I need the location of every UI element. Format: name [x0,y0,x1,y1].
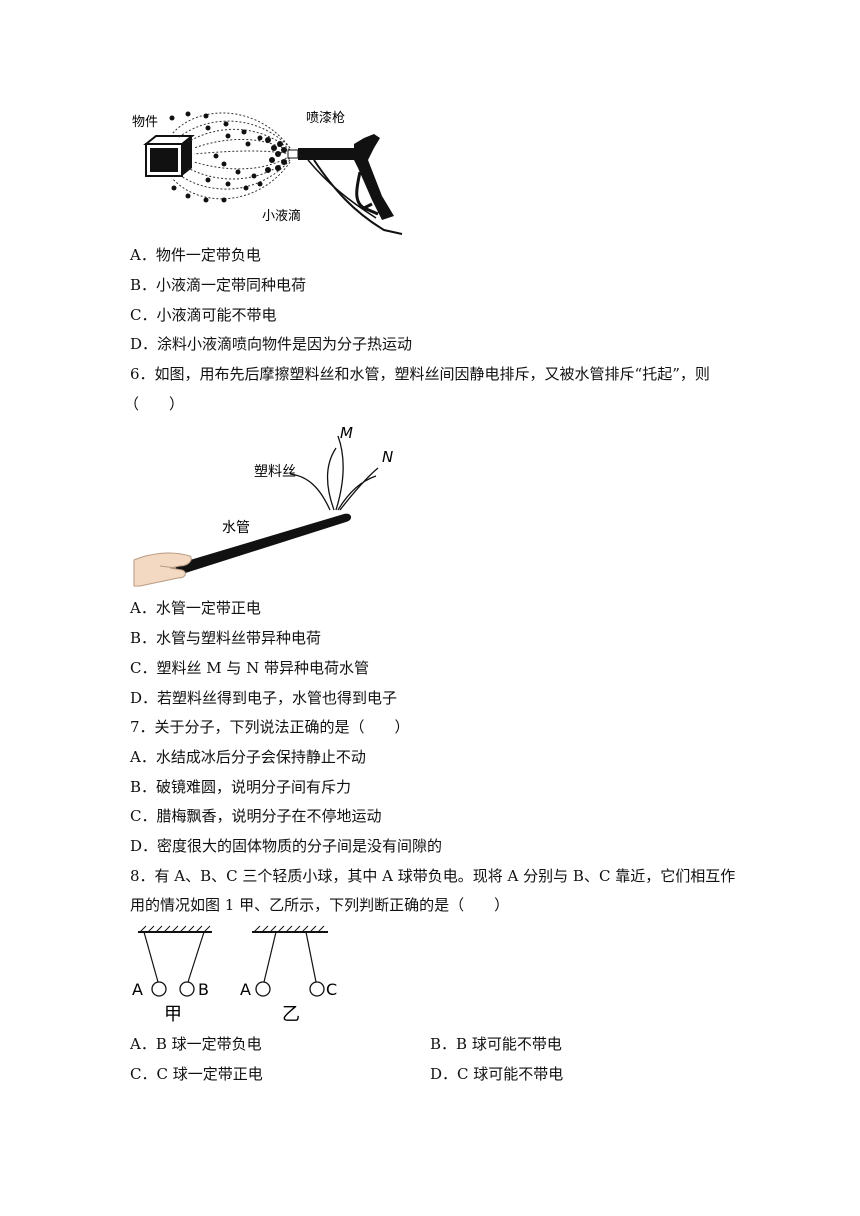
ball-a-label-jia: A [132,980,143,999]
q6-option-b: B．水管与塑料丝带异种电荷 [130,629,322,647]
q8-option-b: B．B 球可能不带电 [430,1035,562,1053]
q7-option-d: D．密度很大的固体物质的分子间是没有间隙的 [130,837,443,855]
q6-stem-line1: 6．如图，用布先后摩擦塑料丝和水管，塑料丝间因静电排斥，又被水管排斥“托起”，则 [130,365,710,383]
plastic-string-label: 塑料丝 [254,464,296,480]
q8-option-d: D．C 球可能不带电 [430,1065,564,1083]
spray-gun-figure: 物件 喷漆枪 小液滴 [132,110,403,235]
q6-option-d: D．若塑料丝得到电子，水管也得到电子 [130,689,398,707]
q7-stem: 7．关于分子，下列说法正确的是（ ） [130,718,410,736]
q7-option-b: B．破镜难圆，说明分子间有斥力 [130,778,352,796]
water-pipe-figure: M N 塑料丝 水管 [133,424,393,587]
q5-option-a: A．物件一定带负电 [130,246,261,264]
water-pipe-label: 水管 [222,520,250,536]
q7-option-a: A．水结成冰后分子会保持静止不动 [130,748,366,766]
q5-option-c: C．小液滴可能不带电 [130,306,277,324]
hanging-balls-figure: A B 甲 A C 乙 [132,925,337,1025]
string-n-label: N [382,448,393,466]
q8-option-a: A．B 球一定带负电 [130,1035,262,1053]
figure-yi-label: 乙 [282,1004,300,1025]
q5-option-b: B．小液滴一定带同种电荷 [130,276,307,294]
q6-option-c: C．塑料丝 M 与 N 带异种电荷水管 [130,659,370,677]
string-m-label: M [340,424,353,442]
q8-option-c: C．C 球一定带正电 [130,1065,263,1083]
q8-stem-line1: 8．有 A、B、C 三个轻质小球，其中 A 球带负电。现将 A 分别与 B、C … [130,867,736,885]
figure-jia-label: 甲 [164,1004,182,1025]
q6-option-a: A．水管一定带正电 [130,599,261,617]
q8-stem-line2: 用的情况如图 1 甲、乙所示，下列判断正确的是（ ） [130,896,510,914]
spray-gun-label: 喷漆枪 [306,110,345,126]
object-label: 物件 [132,115,158,130]
droplet-label: 小液滴 [262,208,301,224]
ball-a-label-yi: A [240,980,251,999]
q7-option-c: C．腊梅飘香，说明分子在不停地运动 [130,807,382,825]
ball-b-label: B [198,980,209,999]
q5-option-d: D．涂料小液滴喷向物件是因为分子热运动 [130,335,413,353]
q6-stem-line2: （ ） [124,395,185,413]
ball-c-label: C [326,980,337,999]
